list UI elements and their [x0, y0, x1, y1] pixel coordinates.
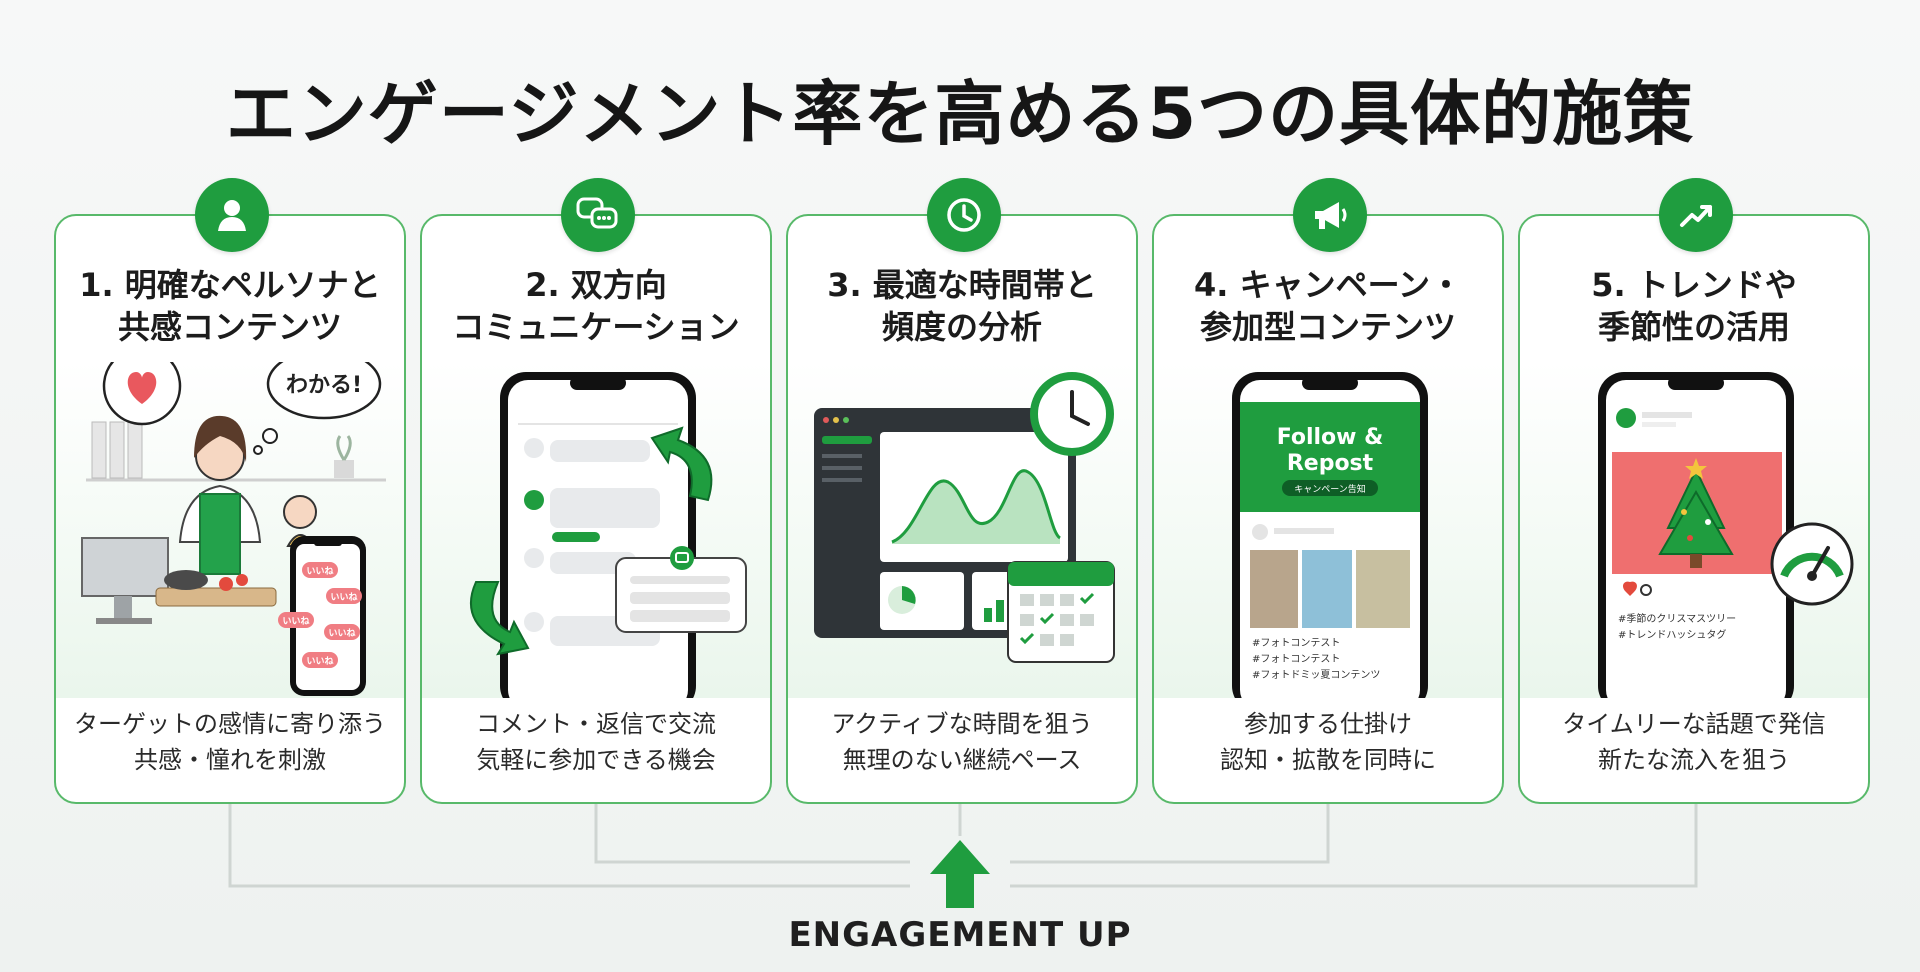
persona-illustration: わかる! いいね いいね [81, 362, 386, 696]
megaphone-icon [1293, 178, 1367, 252]
campaign-headline-line2: Repost [1287, 451, 1374, 476]
campaign-illustration: Follow & Repost キャンペーン告知 #フォトコンテスト #フォトコ… [1232, 372, 1428, 698]
trend-up-icon [1659, 178, 1733, 252]
clock-icon [927, 178, 1001, 252]
trend-illustration: #季節のクリスマスツリー #トレンドハッシュタグ [1598, 372, 1854, 698]
card-description: 参加する仕掛け 認知・拡散を同時に [1220, 710, 1436, 774]
hashtag: #季節のクリスマスツリー [1618, 612, 1736, 625]
hashtag: #フォトコンテスト [1252, 638, 1340, 649]
chat-icon [561, 178, 635, 252]
page-title: エンゲージメント率を高める5つの具体的施策 [225, 73, 1695, 155]
hashtag: #フォトコンテスト [1252, 654, 1340, 665]
like-chip: いいね [306, 656, 333, 667]
strategy-card-4: 4. キャンペーン・ 参加型コンテンツ Follow & Repost キャンペ… [1152, 214, 1504, 804]
card-title: 4. キャンペーン・ 参加型コンテンツ [1194, 266, 1462, 346]
time-analysis-illustration [814, 372, 1115, 663]
strategy-card-1: 1. 明確なペルソナと 共感コンテンツ わかる! [54, 214, 406, 804]
card-title: 5. トレンドや 季節性の活用 [1591, 266, 1797, 346]
bubble-text: わかる! [286, 373, 362, 398]
card-title: 1. 明確なペルソナと 共感コンテンツ [79, 266, 381, 346]
strategy-card-5: 5. トレンドや 季節性の活用 #季節のクリスマスツリー #トレンドハッシュタグ [1518, 214, 1870, 804]
like-chip: いいね [282, 616, 309, 627]
campaign-tag: キャンペーン告知 [1294, 483, 1366, 495]
card-description: アクティブな時間を狙う 無理のない継続ペース [831, 710, 1093, 774]
like-chip: いいね [306, 566, 333, 577]
hashtag: #トレンドハッシュタグ [1618, 628, 1726, 641]
hashtag: #フォトドミッ夏コンテンツ [1252, 669, 1380, 681]
card-description: タイムリーな話題で発信 新たな流入を狙う [1562, 710, 1826, 774]
person-icon [195, 178, 269, 252]
arrow-up-icon [930, 840, 990, 908]
strategy-cards: 1. 明確なペルソナと 共感コンテンツ わかる! [54, 214, 1874, 804]
card-title: 2. 双方向 コミュニケーション [452, 266, 740, 346]
two-way-chat-illustration [469, 372, 747, 698]
card-title: 3. 最適な時間帯と 頻度の分析 [827, 266, 1097, 346]
like-chip: いいね [330, 592, 357, 603]
strategy-card-2: 2. 双方向 コミュニケーション コメント・返信で交流 気軽に参加できる機会 [420, 214, 772, 804]
engagement-up-label: ENGAGEMENT UP [788, 915, 1132, 955]
campaign-headline-line1: Follow & [1277, 425, 1384, 450]
strategy-card-3: 3. 最適な時間帯と 頻度の分析 アク [786, 214, 1138, 804]
card-description: ターゲットの感情に寄り添う 共感・憧れを刺激 [74, 710, 386, 774]
like-chip: いいね [328, 628, 355, 639]
card-description: コメント・返信で交流 気軽に参加できる機会 [476, 710, 716, 774]
